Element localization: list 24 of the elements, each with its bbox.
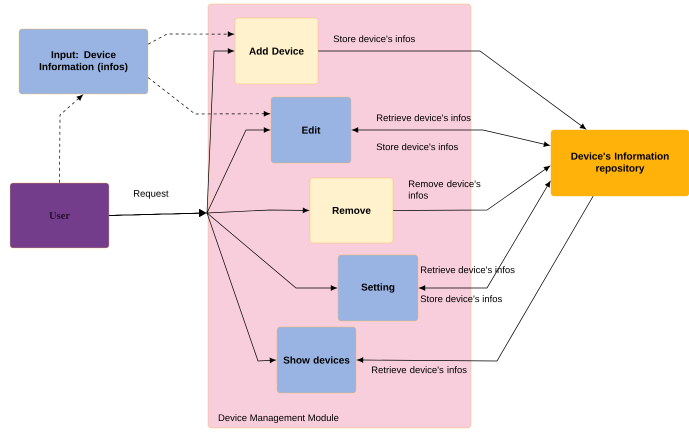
- input-box: Input: Device Information (infos): [18, 28, 148, 94]
- edge-label: Retrieve device's infos: [372, 366, 467, 374]
- process-box: Add Device: [234, 18, 318, 84]
- process-box: Setting: [338, 254, 418, 322]
- arrow: [148, 31, 234, 44]
- process-box: Edit: [270, 96, 352, 164]
- edge-label: Remove device's infos: [408, 180, 480, 199]
- process-box: Remove: [310, 178, 394, 244]
- arrow: [59, 94, 83, 184]
- actor-box: User: [10, 182, 110, 248]
- repository-box: Device's Information repository: [550, 130, 689, 196]
- arrow: [419, 181, 550, 291]
- edge-label: Request: [134, 190, 169, 199]
- edge-label: Retrieve device's infos: [376, 114, 471, 122]
- arrow: [148, 77, 270, 116]
- note-text: Store device's infos: [420, 295, 502, 302]
- arrow: [352, 127, 550, 147]
- arrow: [318, 50, 586, 130]
- arrow: [108, 208, 276, 364]
- note-text: Store device's infos: [376, 143, 458, 150]
- arrow: [392, 166, 550, 211]
- process-box: Show devices: [276, 326, 356, 394]
- edge-label: Store device's infos: [334, 35, 415, 42]
- arrow: [357, 196, 594, 363]
